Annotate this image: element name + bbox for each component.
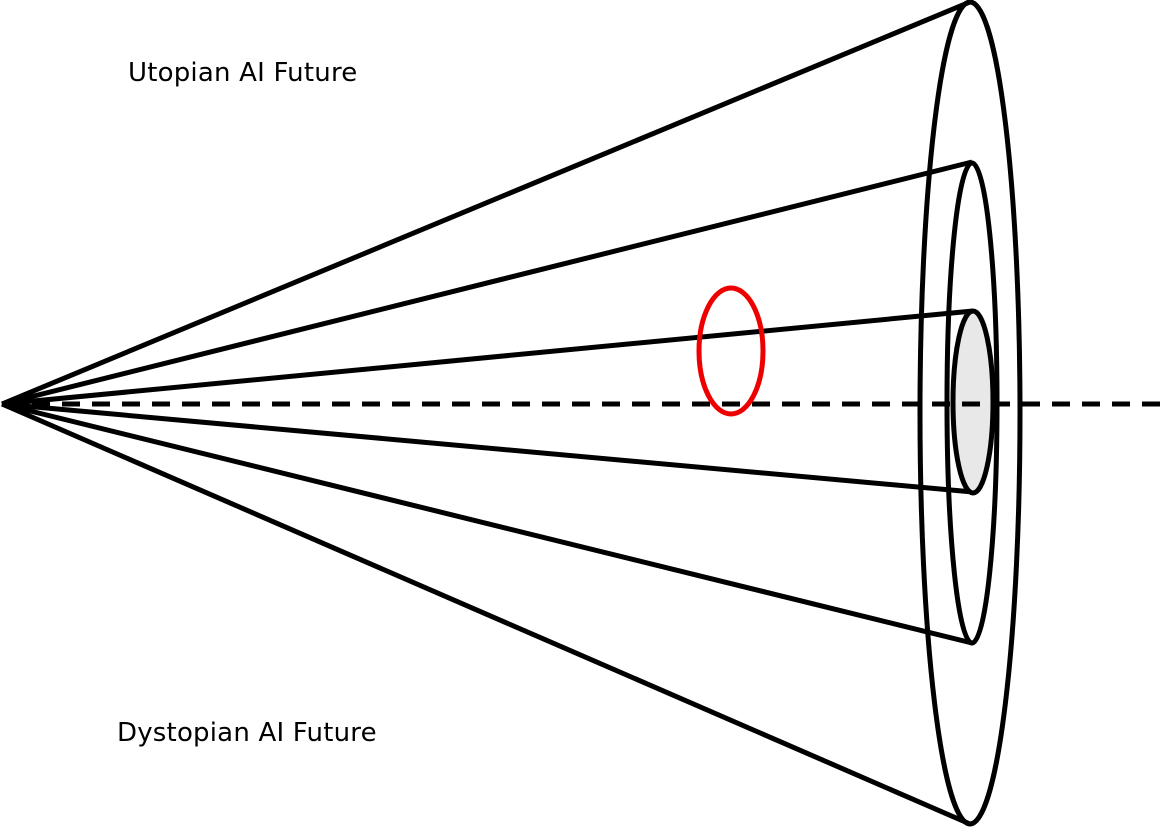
inner-cone-top-edge: [1, 308, 974, 407]
middle-cone-bottom-edge: [1, 401, 973, 646]
outer-cone-bottom-edge: [1, 401, 971, 827]
outer-cone: [1, 0, 1023, 827]
inner-cone-bottom-edge: [1, 401, 974, 495]
middle-cone-top-edge: [1, 159, 973, 407]
dystopian-future-label: Dystopian AI Future: [117, 718, 377, 748]
outer-cone-top-edge: [1, 0, 971, 407]
utopian-future-label: Utopian AI Future: [128, 58, 358, 88]
red-highlight-ellipse: [696, 285, 766, 417]
outer-cone-end-ellipse: [917, 0, 1023, 827]
